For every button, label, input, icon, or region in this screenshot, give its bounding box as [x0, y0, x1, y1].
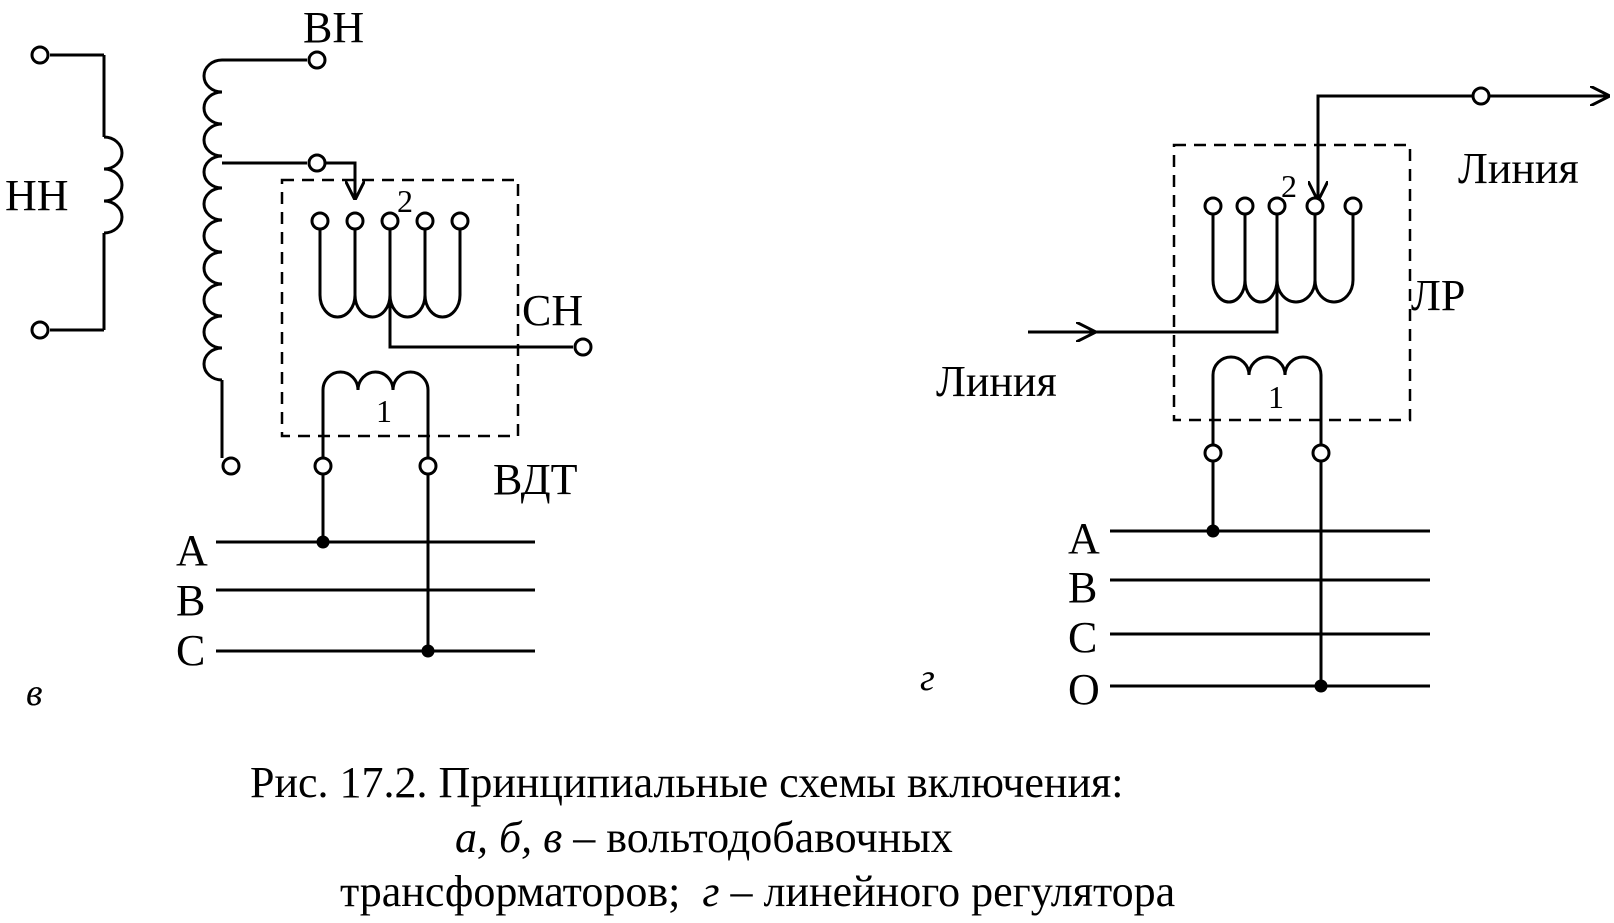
caption-line-3: трансформаторов; г – линейного регулятор… — [340, 867, 1176, 916]
winding-2-number: 2 — [1281, 168, 1297, 204]
junction-dot — [1314, 679, 1328, 693]
diagram-v: НН ВН — [5, 3, 593, 714]
regulator-label: ЛР — [1411, 271, 1465, 320]
junction-dot — [1206, 524, 1220, 538]
terminal-icon — [307, 153, 327, 173]
phase-label: O — [1068, 665, 1100, 714]
high-voltage-label: ВН — [303, 3, 364, 52]
terminal-icon — [418, 456, 438, 476]
low-voltage-label: НН — [5, 171, 69, 220]
terminal-icon — [221, 456, 241, 476]
phase-label: A — [1068, 514, 1100, 563]
tap-terminal-icon — [310, 211, 330, 231]
junction-dot — [421, 644, 435, 658]
terminal-icon — [573, 337, 593, 357]
terminal-icon — [1471, 86, 1491, 106]
regulating-winding — [310, 211, 593, 357]
line-regulator-box — [1172, 143, 1412, 422]
terminal-icon — [1311, 443, 1331, 463]
junction-dot — [316, 535, 330, 549]
diagram-g: Линия ЛР 2 Линия — [920, 88, 1608, 714]
terminal-icon — [1203, 443, 1223, 463]
terminal-icon — [313, 456, 333, 476]
regulating-winding — [1094, 196, 1363, 334]
tap-terminal-icon — [415, 211, 435, 231]
high-voltage-winding — [202, 50, 355, 476]
phase-label: A — [176, 526, 208, 575]
tap-terminal-icon — [1267, 196, 1287, 216]
phase-bus — [216, 535, 535, 658]
phase-label: B — [176, 576, 205, 625]
terminal-icon — [307, 50, 327, 70]
tap-terminal-icon — [1235, 196, 1255, 216]
panel-label: г — [920, 657, 935, 699]
booster-transformer-box — [280, 178, 520, 438]
tap-terminal-icon — [1305, 196, 1325, 216]
tap-terminal-icon — [380, 211, 400, 231]
tap-terminal-icon — [1343, 196, 1363, 216]
winding-1-number: 1 — [376, 393, 392, 429]
line-out-label: Линия — [1458, 144, 1579, 193]
panel-label: в — [26, 672, 43, 714]
terminal-icon — [30, 45, 50, 65]
tap-terminal-icon — [345, 211, 365, 231]
tap-terminal-icon — [1203, 196, 1223, 216]
winding-2-number: 2 — [397, 183, 413, 219]
phase-label: C — [1068, 613, 1097, 662]
medium-voltage-label: СН — [522, 286, 583, 335]
phase-label: C — [176, 626, 205, 675]
tap-terminal-icon — [450, 211, 470, 231]
line-in-label: Линия — [936, 357, 1057, 406]
caption-line-1: Рис. 17.2. Принципиальные схемы включени… — [250, 758, 1124, 807]
terminal-icon — [30, 320, 50, 340]
excitation-winding — [1203, 355, 1331, 686]
phase-bus — [1110, 524, 1430, 693]
winding-1-number: 1 — [1268, 379, 1284, 415]
excitation-winding — [313, 370, 438, 651]
low-voltage-winding — [30, 45, 124, 340]
caption-line-2: а, б, в – вольтодобавочных — [455, 813, 953, 862]
booster-transformer-label: ВДТ — [493, 455, 578, 504]
phase-label: B — [1068, 563, 1097, 612]
